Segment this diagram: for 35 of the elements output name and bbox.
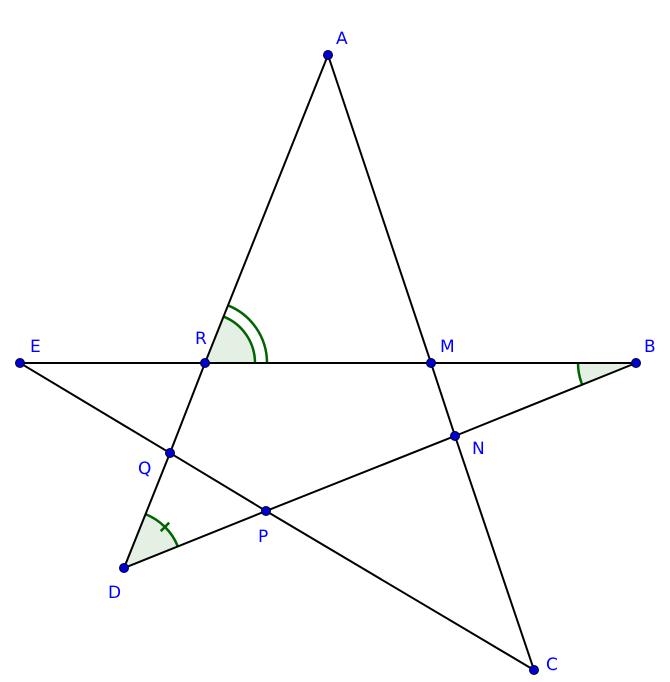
line-segment — [170, 366, 204, 450]
line-segment — [22, 364, 168, 452]
line-segment — [206, 58, 328, 360]
point-dot — [262, 507, 270, 515]
line-segment — [458, 364, 633, 436]
point-dot — [16, 359, 24, 367]
point-dot — [451, 432, 459, 440]
point-label: P — [258, 528, 268, 546]
line-segment — [24, 362, 201, 364]
point-label: D — [108, 584, 122, 602]
point-label: M — [440, 338, 455, 356]
line-segment — [269, 436, 452, 510]
point-label: R — [195, 330, 207, 348]
line-segment — [124, 456, 170, 565]
line-segment — [431, 366, 455, 433]
line-segment — [127, 512, 263, 568]
point-label: N — [472, 440, 485, 458]
line-segment — [172, 454, 264, 510]
line-segment — [455, 439, 534, 667]
line-segment — [435, 362, 632, 364]
point-dot — [120, 564, 128, 572]
line-segment — [209, 362, 427, 364]
line-segment — [268, 512, 532, 669]
point-dot — [166, 449, 174, 457]
point-label: E — [30, 338, 41, 356]
point-label: C — [546, 656, 558, 674]
point-dot — [530, 666, 538, 674]
point-dot — [427, 359, 435, 367]
line-segment — [328, 58, 431, 360]
point-label: B — [644, 338, 656, 356]
point-dot — [324, 51, 332, 59]
point-dot — [201, 359, 209, 367]
point-label: A — [336, 30, 348, 48]
point-label: Q — [138, 460, 152, 478]
point-dot — [632, 359, 640, 367]
